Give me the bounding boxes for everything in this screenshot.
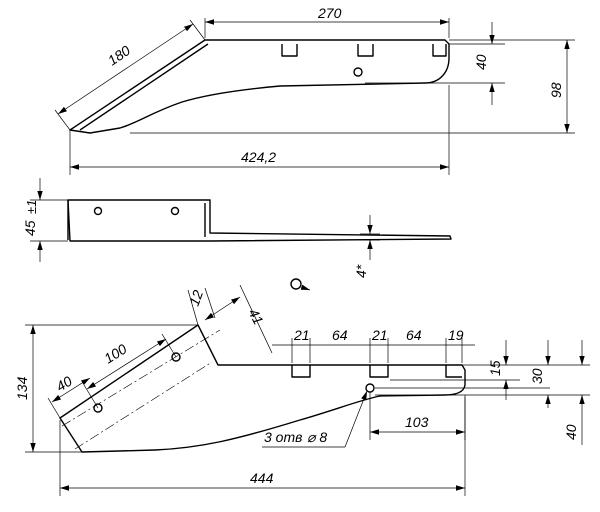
- top-slot-2: [357, 44, 374, 57]
- side-part-inner: [67, 200, 206, 240]
- side-hole-2: [170, 206, 180, 216]
- dim-270-label: 270: [317, 5, 342, 21]
- dim-21b-label: 21: [371, 327, 388, 343]
- top-slot-1: [281, 44, 298, 57]
- dim-30-label: 30: [529, 368, 545, 384]
- view-bottom: 12 41 100 40 134 21 64 21 64 19: [14, 284, 590, 496]
- dim-12-label: 12: [186, 288, 206, 308]
- dim-45-tol: ±1: [24, 200, 39, 214]
- bottom-part-outline: [59, 324, 466, 453]
- side-part-outline: [67, 199, 452, 242]
- bottom-hole-3: [365, 383, 375, 393]
- view-top: 270 180 40 98 424,2: [54, 5, 575, 175]
- dim-98-label: 98: [548, 82, 564, 98]
- bottom-center-line: [61, 329, 221, 450]
- top-part-outline: [69, 39, 450, 134]
- dim-41-label: 41: [245, 306, 266, 327]
- holes-dia-label: ⌀ 8: [307, 429, 327, 445]
- dim-180-line: [57, 23, 194, 115]
- dim-64a-label: 64: [332, 327, 348, 343]
- bottom-slot-3: [445, 365, 462, 378]
- dim-41-line: [204, 296, 241, 321]
- dim-100-line: [86, 338, 167, 390]
- dim-45-label: 45: [22, 220, 38, 236]
- dim-103-label: 103: [405, 414, 429, 430]
- holes-leader-line: [344, 390, 368, 448]
- dim-100-label: 100: [101, 340, 129, 366]
- dim-64b-label: 64: [406, 327, 422, 343]
- bottom-slot-2: [369, 365, 389, 378]
- bottom-hole-2: [171, 352, 181, 362]
- bottom-slot-1: [291, 365, 311, 378]
- holes-note-label: 3 отв: [264, 429, 302, 445]
- top-hole: [353, 67, 363, 77]
- top-slot-3: [432, 44, 447, 57]
- dim-19-label: 19: [448, 327, 464, 343]
- dim-15-label: 15: [487, 360, 503, 376]
- dim-40-right-label: 40: [563, 424, 579, 440]
- dim-40-slant-line: [51, 377, 91, 403]
- dim-134-label: 134: [14, 376, 30, 400]
- dim-180-label: 180: [105, 42, 133, 68]
- dim-40-slant-label: 40: [53, 373, 75, 395]
- dim-444-label: 444: [250, 470, 274, 486]
- view-side: 45 ±1 4*: [22, 178, 452, 278]
- dim-21a-label: 21: [293, 327, 310, 343]
- dim-40-top-label: 40: [473, 54, 489, 70]
- side-hole-1: [93, 206, 103, 216]
- rotation-symbol-icon: [290, 278, 311, 291]
- dim-424-label: 424,2: [241, 149, 276, 165]
- dim-4-label: 4*: [353, 264, 369, 278]
